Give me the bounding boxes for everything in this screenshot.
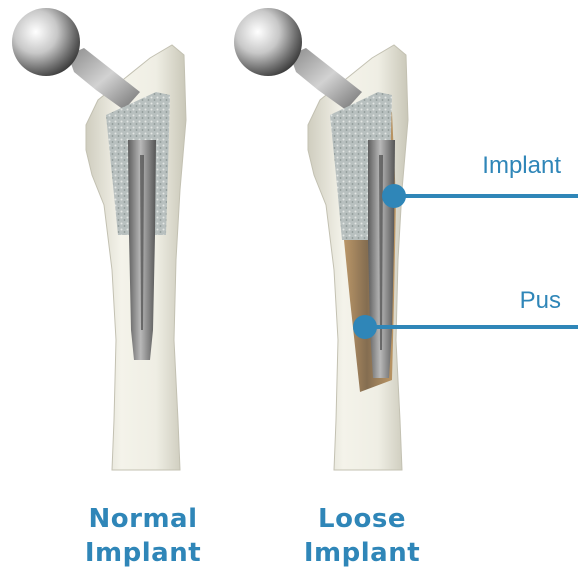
- caption-line: Normal: [58, 502, 228, 536]
- normal-implant-figure: [12, 8, 186, 470]
- callout-dot-implant: [382, 184, 406, 208]
- callout-dot-pus: [353, 315, 377, 339]
- pus-label: Pus: [520, 287, 561, 315]
- femoral-head-ball-normal: [12, 8, 80, 76]
- caption-line: Implant: [58, 536, 228, 570]
- loose-implant-figure: [234, 8, 408, 470]
- implant-label: Implant: [482, 152, 561, 180]
- callout-implant: [382, 184, 578, 208]
- normal-implant-caption: Normal Implant: [58, 502, 228, 570]
- loose-implant-caption: Loose Implant: [277, 502, 447, 570]
- caption-line: Loose: [277, 502, 447, 536]
- femoral-head-ball-loose: [234, 8, 302, 76]
- caption-line: Implant: [277, 536, 447, 570]
